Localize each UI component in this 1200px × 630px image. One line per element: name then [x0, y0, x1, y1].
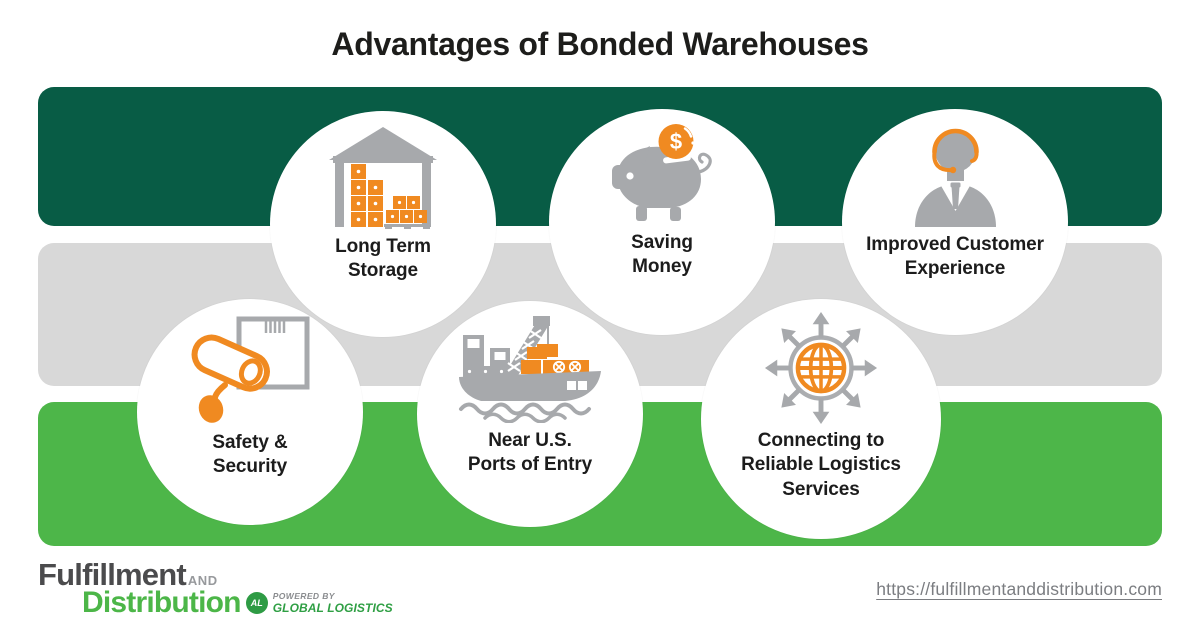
- logo-and-text: AND: [187, 573, 218, 588]
- customer-support-icon: [903, 123, 1008, 227]
- advantage-label: Improved Customer Experience: [866, 234, 1044, 280]
- global-logistics-emblem-icon: AL: [245, 592, 268, 614]
- advantage-label: Saving Money: [631, 232, 693, 278]
- page-title: Advantages of Bonded Warehouses: [331, 26, 869, 62]
- advantage-long-term-storage: Long Term Storage: [270, 111, 496, 337]
- security-camera-icon: [187, 316, 313, 425]
- advantage-saving-money: $ Saving Money: [549, 109, 775, 335]
- advantage-label: Long Term Storage: [335, 236, 431, 282]
- logo-word-distribution: Distribution: [82, 586, 242, 619]
- svg-text:$: $: [670, 129, 682, 154]
- powered-brand-label: GLOBAL LOGISTICS: [272, 600, 393, 615]
- advantage-logistics-connections: Connecting to Reliable Logistics Service…: [701, 299, 941, 539]
- advantage-safety-security: Safety & Security: [137, 299, 363, 525]
- piggy-bank-icon: $: [606, 124, 718, 225]
- cargo-ship-icon: [451, 316, 609, 423]
- advantage-improved-customer-experience: Improved Customer Experience: [842, 109, 1068, 335]
- advantage-label: Near U.S. Ports of Entry: [467, 430, 593, 476]
- powered-by-label: POWERED BY: [272, 591, 335, 602]
- advantage-near-us-ports: Near U.S. Ports of Entry: [417, 301, 643, 527]
- advantage-label: Safety & Security: [212, 432, 288, 478]
- website-link[interactable]: https://fulfillmentanddistribution.com: [876, 579, 1162, 599]
- logo-word1-text: Fulfillment: [38, 557, 187, 592]
- warehouse-icon: [327, 127, 439, 229]
- globe-network-icon: [762, 311, 880, 427]
- advantage-label: Connecting to Reliable Logistics Service…: [741, 430, 901, 500]
